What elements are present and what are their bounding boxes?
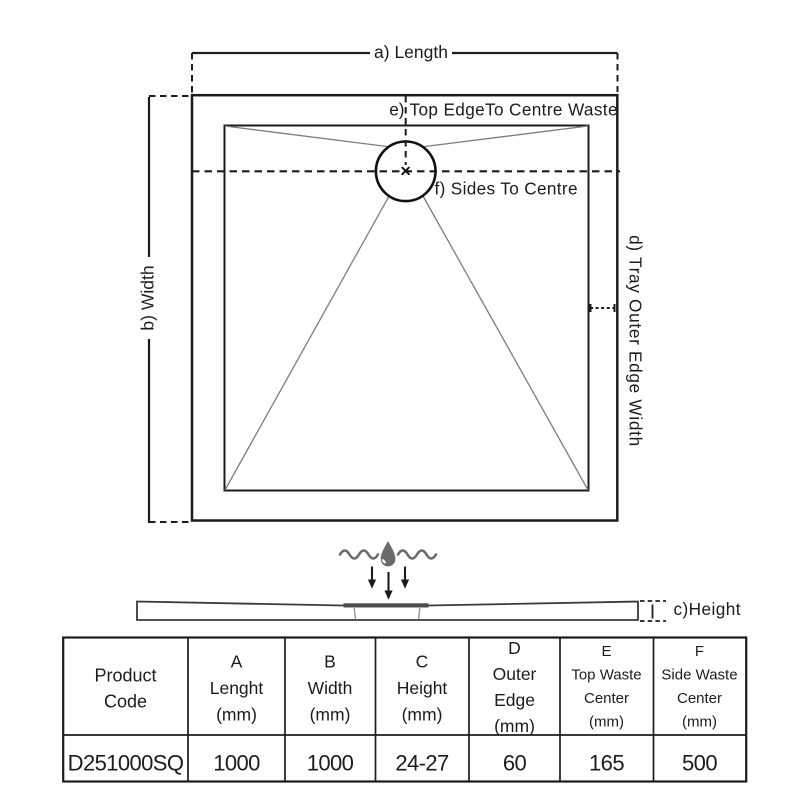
svg-text:(mm): (mm) (216, 705, 257, 725)
svg-text:Side Waste: Side Waste (661, 667, 737, 684)
svg-text:165: 165 (589, 751, 624, 776)
svg-text:c)Height: c)Height (674, 599, 741, 619)
svg-text:(mm): (mm) (494, 716, 535, 736)
svg-text:Center: Center (677, 690, 722, 707)
svg-text:Edge: Edge (494, 690, 535, 710)
svg-text:D251000SQ: D251000SQ (68, 751, 184, 776)
svg-text:1000: 1000 (213, 751, 260, 776)
svg-text:Code: Code (104, 692, 147, 712)
svg-text:A: A (231, 652, 243, 672)
svg-text:Center: Center (584, 690, 629, 707)
svg-text:500: 500 (682, 751, 717, 776)
svg-text:d) Tray Outer Edge Width: d) Tray Outer Edge Width (626, 235, 646, 447)
svg-text:f) Sides To Centre: f) Sides To Centre (435, 179, 578, 199)
svg-text:a) Length: a) Length (374, 42, 448, 62)
svg-text:(mm): (mm) (682, 714, 717, 731)
svg-text:Top Waste: Top Waste (571, 667, 641, 684)
svg-text:Product: Product (94, 666, 156, 686)
svg-text:e): e) (389, 100, 404, 120)
svg-text:Height: Height (397, 678, 448, 698)
svg-text:(mm): (mm) (589, 714, 624, 731)
svg-text:C: C (416, 652, 429, 672)
svg-text:Outer: Outer (493, 664, 537, 684)
svg-text:Width: Width (308, 678, 353, 698)
svg-text:Top EdgeTo Centre Waste: Top EdgeTo Centre Waste (410, 100, 618, 120)
svg-text:D: D (508, 638, 521, 658)
svg-text:F: F (695, 643, 704, 660)
svg-text:60: 60 (503, 751, 527, 776)
svg-text:B: B (324, 652, 336, 672)
svg-text:(mm): (mm) (402, 705, 443, 725)
svg-text:1000: 1000 (307, 751, 354, 776)
svg-text:24-27: 24-27 (395, 751, 449, 776)
svg-text:E: E (601, 643, 611, 660)
svg-text:Lenght: Lenght (210, 678, 264, 698)
svg-text:(mm): (mm) (310, 705, 351, 725)
svg-text:b) Width: b) Width (138, 265, 158, 330)
